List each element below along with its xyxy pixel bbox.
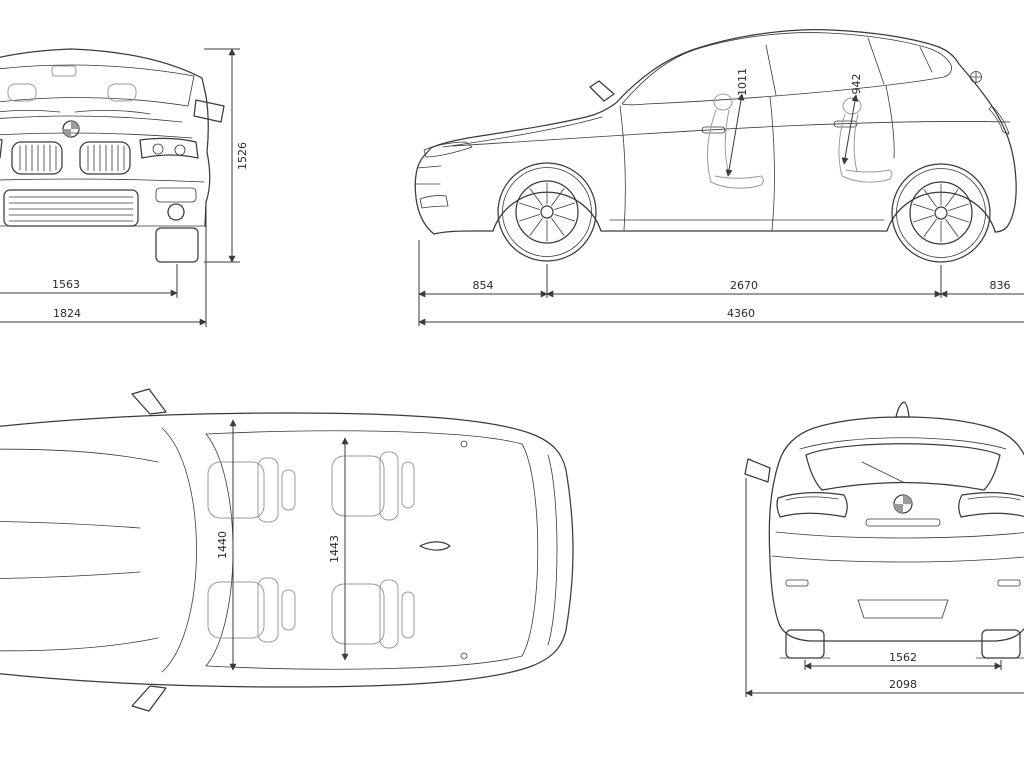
side-mirror — [193, 99, 225, 123]
wheel — [785, 629, 825, 659]
roof-detail — [460, 652, 468, 660]
rear-view: 1562 2098 — [744, 401, 1024, 697]
side-mirror — [131, 388, 167, 415]
seat-outline — [707, 93, 893, 189]
dim-label-front-track: 1563 — [52, 278, 80, 291]
top-front-interior-width-dimension: 1440 — [216, 419, 237, 671]
dim-label-rear-track: 1562 — [889, 651, 917, 664]
side-rear-interior-height-dimension: 942 — [841, 74, 863, 165]
tailgate-handle — [865, 518, 941, 527]
dim-label-front-overhang: 854 — [473, 279, 494, 292]
rear-reflector — [785, 579, 809, 587]
side-front-interior-height-dimension: 1011 — [725, 68, 749, 177]
wheel — [981, 629, 1021, 659]
front-view-car-drawing — [0, 48, 225, 263]
rear-width-dimension: 2098 — [745, 478, 1024, 697]
dim-label-front-height: 1526 — [236, 142, 249, 170]
bmw-roundel-icon — [893, 494, 913, 514]
shark-fin-antenna — [419, 541, 451, 551]
wheel — [155, 227, 199, 263]
top-view-car-drawing — [0, 388, 574, 712]
dim-label-side-front-interior-height: 1011 — [736, 68, 749, 96]
bmw-roundel-icon — [970, 71, 982, 83]
rear-track-dimension: 1562 — [804, 651, 1002, 670]
dim-label-wheelbase: 2670 — [730, 279, 758, 292]
dim-label-side-rear-interior-height: 942 — [850, 74, 863, 95]
shark-fin-antenna — [895, 401, 910, 418]
front-width-dimension: 1824 — [0, 206, 207, 327]
bmw-roundel-icon — [62, 120, 80, 138]
rear-view-car-drawing — [744, 401, 1024, 659]
headlight — [0, 137, 199, 159]
rear-wheel — [891, 163, 991, 263]
dim-label-overall-length: 4360 — [727, 307, 755, 320]
side-length-dimensions: 854 2670 836 4360 — [418, 240, 1024, 326]
side-view: 1011 942 854 2670 836 4360 — [414, 29, 1024, 326]
lower-grille — [3, 189, 139, 227]
kidney-grille — [11, 141, 131, 175]
side-mirror — [131, 685, 167, 712]
front-view: 1526 1563 1824 — [0, 48, 249, 327]
dim-label-top-front-interior-width: 1440 — [216, 531, 229, 559]
side-mirror — [589, 80, 615, 102]
front-height-dimension: 1526 — [204, 48, 249, 263]
interior-headrests — [7, 65, 137, 102]
dim-label-front-width: 1824 — [53, 307, 81, 320]
top-view: 1440 1443 — [0, 388, 574, 712]
roof-detail — [460, 440, 468, 448]
dim-label-rear-overhang: 836 — [990, 279, 1011, 292]
side-mirror — [744, 458, 771, 483]
front-track-dimension: 1563 — [0, 264, 178, 298]
top-rear-interior-width-dimension: 1443 — [328, 437, 349, 661]
taillight — [776, 492, 1024, 518]
front-wheel — [497, 162, 597, 262]
diffuser — [857, 599, 949, 619]
dim-label-rear-width-mirrors: 2098 — [889, 678, 917, 691]
side-view-car-drawing — [414, 29, 1017, 263]
dim-label-top-rear-interior-width: 1443 — [328, 535, 341, 563]
rear-reflector — [997, 579, 1021, 587]
fog-light — [155, 187, 197, 221]
rear-wiper — [861, 461, 904, 483]
seat-outline — [207, 451, 415, 649]
